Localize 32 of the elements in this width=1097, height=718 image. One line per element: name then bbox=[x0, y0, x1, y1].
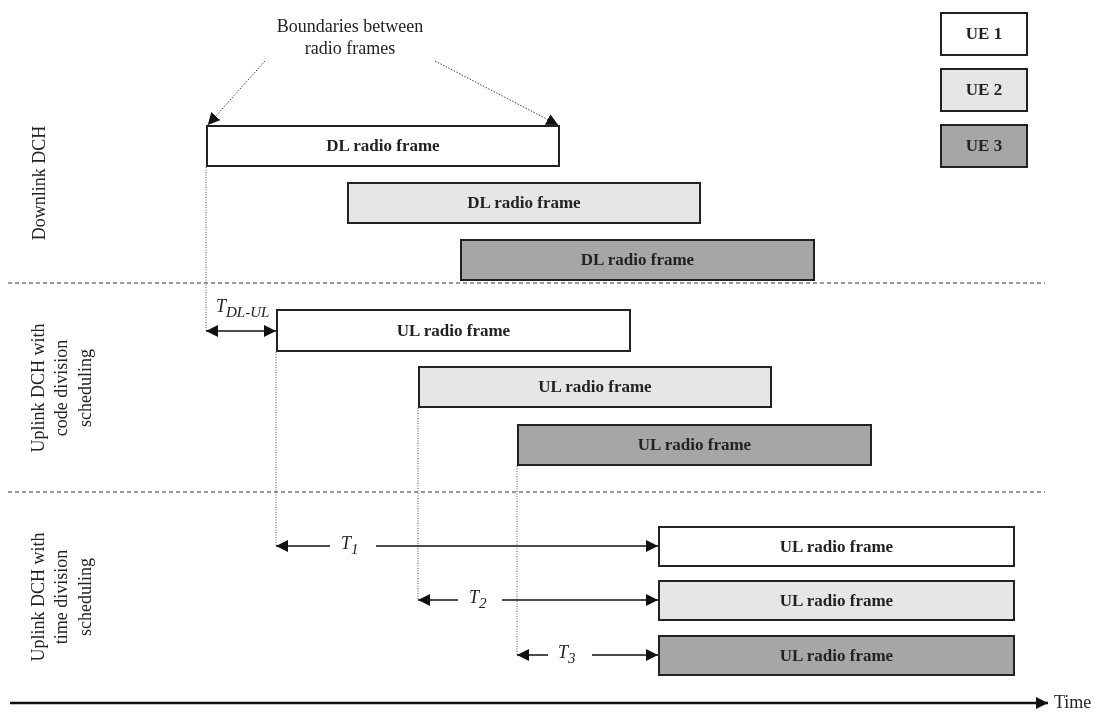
radio-frame-box bbox=[347, 182, 701, 224]
radio-frame-box bbox=[418, 366, 772, 408]
leader-line bbox=[207, 60, 266, 126]
legend-label: UE 2 bbox=[965, 80, 1003, 100]
axis-label: Time bbox=[1054, 692, 1092, 713]
legend-label: UE 1 bbox=[965, 24, 1003, 44]
frame-label: UL radio frame bbox=[637, 435, 752, 455]
legend-label: UE 3 bbox=[965, 136, 1003, 156]
radio-frame-box bbox=[460, 239, 815, 281]
frame-label: UL radio frame bbox=[779, 645, 894, 666]
frame-label: DL radio frame bbox=[467, 193, 581, 213]
radio-frame-box bbox=[206, 125, 560, 167]
radio-frame-box bbox=[658, 635, 1015, 676]
callout-text: Boundaries between radio frames bbox=[265, 15, 435, 61]
radio-frame-box bbox=[517, 424, 872, 466]
frame-label: UL radio frame bbox=[538, 377, 652, 397]
section-label: Uplink DCH with time division scheduling bbox=[26, 531, 96, 664]
frame-label: DL radio frame bbox=[580, 250, 695, 270]
leader-line bbox=[434, 60, 559, 126]
frame-label: UL radio frame bbox=[779, 590, 894, 611]
dimension-label: T$_{3}$ bbox=[558, 642, 576, 667]
frame-label: UL radio frame bbox=[396, 320, 511, 341]
section-label: Downlink DCH bbox=[28, 124, 51, 243]
radio-frame-box bbox=[658, 526, 1015, 567]
dimension-label: T$_{DL-UL}$ bbox=[216, 296, 270, 321]
radio-frame-box bbox=[658, 580, 1015, 621]
dimension-label: T$_{1}$ bbox=[341, 533, 359, 558]
dimension-label: T$_{2}$ bbox=[469, 587, 487, 612]
section-label: Uplink DCH with code division scheduling bbox=[26, 322, 96, 455]
frame-label: DL radio frame bbox=[326, 136, 440, 156]
frame-label: UL radio frame bbox=[779, 536, 894, 557]
radio-frame-box bbox=[276, 309, 631, 352]
